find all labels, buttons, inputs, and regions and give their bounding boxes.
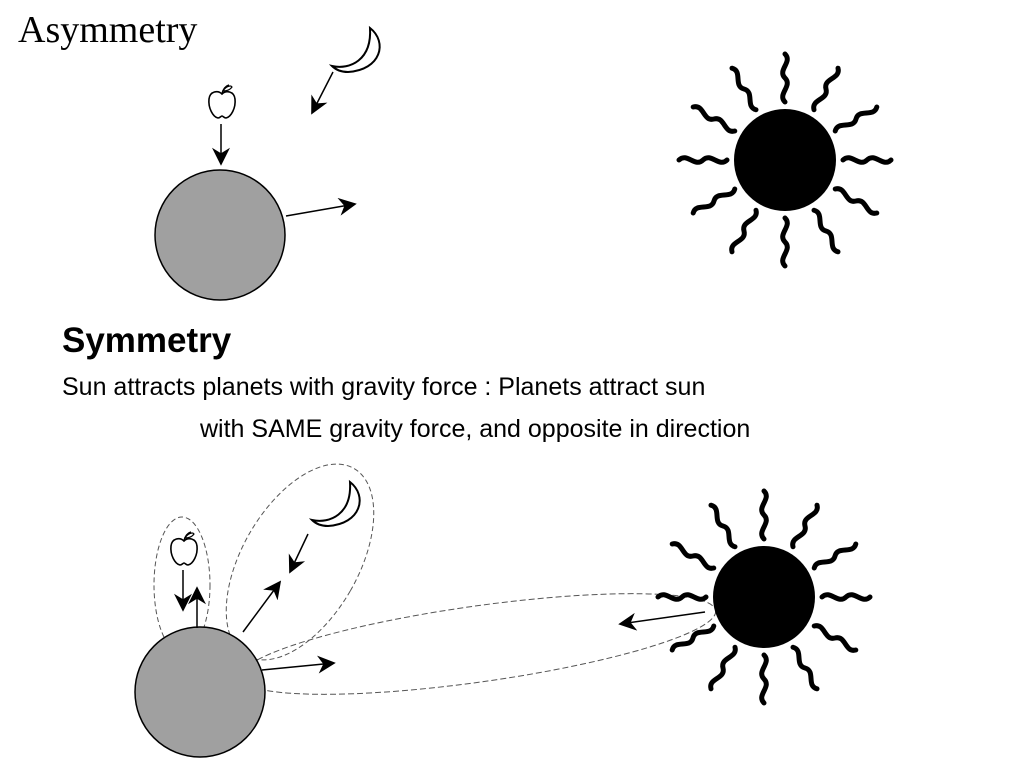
planet-to-moon-arrow [242,580,282,633]
planet-to-sun-arrow [261,655,336,674]
description-line-2: with SAME gravity force, and opposite in… [200,415,751,443]
moon-gravity-arrow [311,71,334,115]
sun-icon [658,491,870,703]
moon-icon [311,481,361,527]
asymmetry-scene [154,27,891,301]
sun-to-planet-arrow [618,611,706,631]
sun-gravity-arrow [285,197,357,217]
sun-interaction-loop [239,593,717,695]
moon-interaction-loop [225,463,375,661]
planet-icon [134,626,266,758]
apple-icon [170,531,198,566]
apple-interaction-loop [153,516,211,654]
moon-icon [331,27,381,73]
asymmetry-title: Asymmetry [18,9,198,51]
sun-icon [679,54,891,266]
planet-icon [154,169,286,301]
symmetry-scene [134,463,870,758]
description-line-1: Sun attracts planets with gravity force … [62,373,706,401]
symmetry-title: Symmetry [62,321,232,360]
apple-icon [208,84,236,119]
moon-down-arrow [288,533,309,574]
